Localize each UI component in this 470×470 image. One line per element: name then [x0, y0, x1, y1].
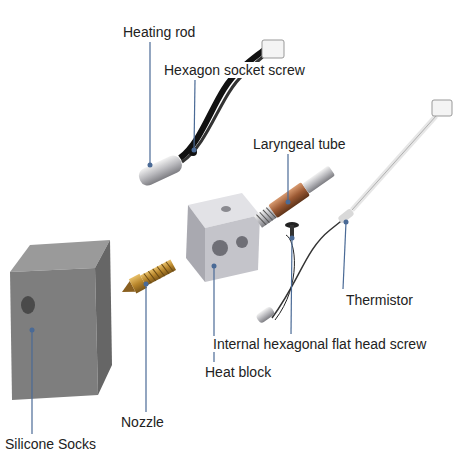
part-label: Laryngeal tube [252, 136, 347, 152]
socket-screw [189, 148, 197, 156]
part-label: Internal hexagonal flat head screw [212, 336, 427, 352]
leader-dots [30, 148, 349, 333]
part-label: Heat block [204, 364, 272, 380]
thermistor-part [255, 100, 452, 324]
nozzle-part [118, 258, 177, 299]
part-label: Silicone Socks [4, 436, 97, 452]
heat-block [186, 193, 260, 282]
silicone-sock [10, 240, 112, 400]
throat-tube [253, 164, 336, 229]
part-label: Heating rod [122, 24, 196, 40]
flat-head-screw [285, 222, 299, 237]
part-label: Thermistor [345, 292, 414, 308]
part-label: Hexagon socket screw [163, 62, 306, 78]
leader-lines [32, 42, 346, 434]
part-label: Nozzle [120, 414, 165, 430]
